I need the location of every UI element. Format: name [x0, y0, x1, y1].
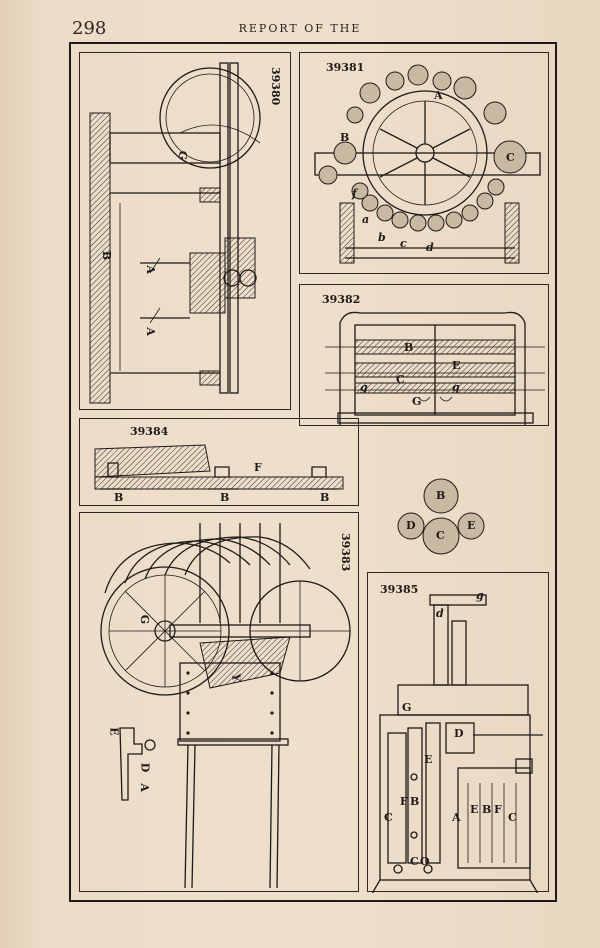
figure-39383: 39383: [79, 512, 359, 892]
figure-39380: 39380: [79, 52, 291, 410]
figure-number: 39381: [326, 61, 365, 74]
part-label: C: [508, 811, 517, 824]
part-label: d: [436, 607, 444, 620]
part-label: D: [454, 727, 464, 740]
part-label: A: [434, 89, 443, 102]
illustration-plate: 39380: [69, 42, 557, 902]
part-label: C: [384, 811, 393, 824]
page-header: 298 REPORT OF THE: [0, 18, 600, 44]
running-title: REPORT OF THE: [238, 22, 362, 35]
part-label: F: [494, 803, 502, 816]
part-label: d: [426, 241, 434, 254]
figure-39382-drawing: [325, 311, 545, 425]
roller-label: D: [406, 519, 416, 532]
part-label: b: [378, 231, 386, 244]
part-label: G: [402, 701, 412, 714]
part-label: B: [114, 491, 124, 504]
figure-39385-drawing: [371, 594, 543, 893]
part-label: f: [352, 187, 357, 200]
roller-label: B: [436, 489, 446, 502]
figure-39380-drawing: [89, 62, 261, 404]
part-label: B: [410, 795, 420, 808]
part-label: A: [137, 783, 151, 792]
roller-label: E: [467, 519, 476, 532]
part-label: B: [220, 491, 230, 504]
figure-39381: 39381: [299, 52, 549, 274]
figure-39385: 39385: [367, 572, 549, 893]
part-label: A: [143, 265, 157, 274]
part-label: G: [138, 614, 152, 625]
part-label: A: [143, 327, 157, 336]
part-label: E: [107, 727, 121, 736]
part-label: G: [412, 395, 422, 408]
part-label: g: [360, 381, 368, 394]
part-label: a: [362, 213, 370, 226]
part-label: E: [452, 359, 461, 372]
page-number: 298: [72, 18, 107, 39]
part-label: g: [452, 381, 460, 394]
part-label: Y: [229, 673, 243, 682]
part-label: A: [452, 811, 461, 824]
roller-diagram: B D C E: [391, 474, 491, 564]
figure-number: 39384: [130, 425, 169, 438]
part-label: B: [100, 250, 114, 261]
part-label: F: [400, 795, 408, 808]
roller-label: C: [436, 529, 445, 542]
figure-number: 39385: [380, 583, 419, 596]
part-label: D: [138, 762, 152, 773]
part-label: C: [396, 373, 405, 386]
figure-39384: 39384 F B B B: [79, 418, 359, 506]
part-label: G: [176, 150, 190, 161]
part-label: B: [340, 131, 350, 144]
part-label: E: [424, 753, 433, 766]
part-label: C: [506, 151, 515, 164]
part-label: O: [420, 855, 430, 868]
part-label: E: [470, 803, 479, 816]
figure-number: 39382: [322, 293, 361, 306]
figure-39383-drawing: [100, 523, 351, 889]
part-label: B: [320, 491, 330, 504]
figure-39382: 39382 B E C G g g: [299, 284, 549, 426]
part-label: B: [404, 341, 414, 354]
figure-39381-drawing: [314, 64, 541, 264]
part-label: c: [400, 237, 407, 250]
part-label: F: [254, 461, 262, 474]
part-label: B: [482, 803, 492, 816]
figure-39384-drawing: [94, 444, 344, 490]
part-label: g: [476, 589, 484, 602]
part-label: C: [410, 855, 419, 868]
